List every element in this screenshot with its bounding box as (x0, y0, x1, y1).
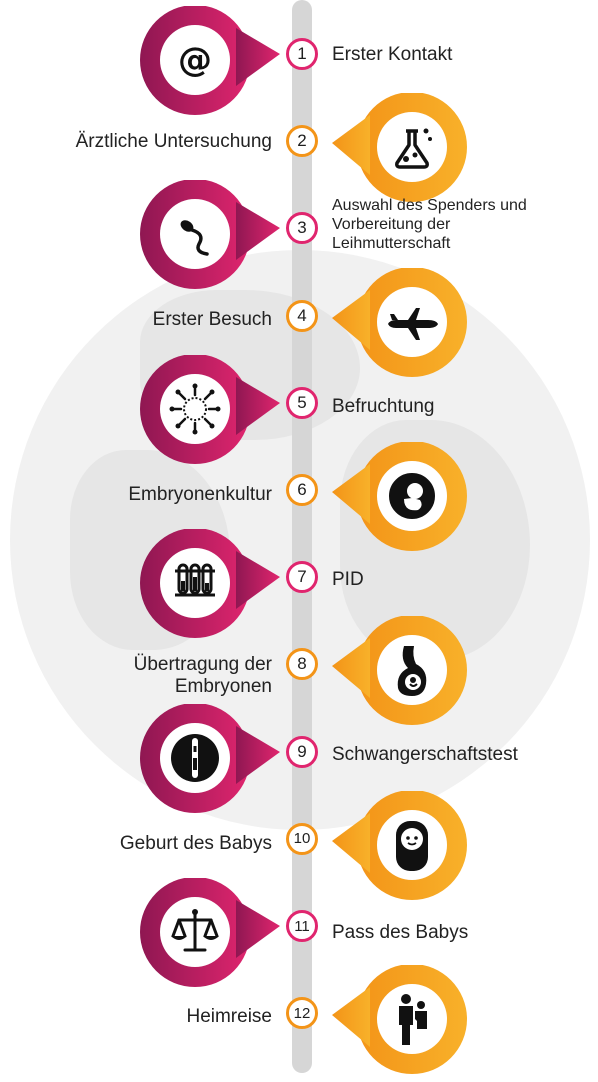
step-11-badge (140, 877, 310, 990)
scales-icon (165, 902, 225, 962)
step-9-number: 9 (286, 735, 318, 768)
step-7-badge (140, 528, 310, 641)
fertilization-icon (165, 379, 225, 439)
step-4-number: 4 (286, 299, 318, 332)
parent-child-icon (382, 989, 442, 1049)
step-7-label: PID (332, 569, 364, 590)
step-12-badge (330, 964, 500, 1077)
step-11-label: Pass des Babys (332, 922, 469, 943)
flask-icon (382, 117, 442, 177)
step-10-label: Geburt des Babys (119, 833, 272, 854)
step-3-badge (140, 179, 310, 292)
sperm-icon (165, 204, 225, 264)
step-12-label: Heimreise (186, 1006, 272, 1027)
step-9-label: Schwangerschaftstest (332, 744, 518, 765)
step-8-badge (330, 615, 500, 728)
step-9-badge (140, 702, 310, 816)
step-3-number: 3 (286, 212, 318, 245)
step-6-number: 6 (286, 474, 318, 506)
pregnancy-test-icon (165, 728, 225, 788)
step-2-badge (330, 92, 500, 205)
step-1-number: 1 (286, 38, 318, 70)
step-3-label: Auswahl des Spenders und Vorbereitung de… (332, 197, 527, 252)
airplane-icon (382, 292, 442, 352)
step-8-number: 8 (286, 648, 318, 681)
step-1-label: Erster Kontakt (332, 44, 453, 65)
step-1-badge: @ (140, 5, 310, 118)
pregnancy-icon (382, 640, 442, 700)
step-5-number: 5 (286, 386, 318, 419)
at-sign-icon: @ (165, 30, 225, 90)
baby-icon (382, 815, 442, 875)
step-8-label: Übertragung der Embryonen (133, 654, 272, 697)
step-6-badge (330, 441, 500, 554)
step-2-number: 2 (286, 125, 318, 158)
step-12-number: 12 (286, 997, 318, 1030)
step-11-number: 11 (286, 910, 318, 942)
timeline-axis (292, 0, 312, 1073)
step-10-number: 10 (286, 822, 318, 855)
step-5-badge (140, 353, 310, 467)
step-7-number: 7 (286, 561, 318, 594)
step-10-badge (330, 789, 500, 903)
step-5-label: Befruchtung (332, 396, 435, 417)
step-4-badge (330, 266, 500, 380)
svg-text:@: @ (178, 40, 212, 80)
step-2-label: Ärztliche Untersuchung (75, 131, 272, 152)
test-tubes-icon (165, 553, 225, 613)
step-4-label: Erster Besuch (152, 309, 272, 330)
step-6-label: Embryonenkultur (128, 484, 272, 505)
embryo-icon (382, 466, 442, 526)
